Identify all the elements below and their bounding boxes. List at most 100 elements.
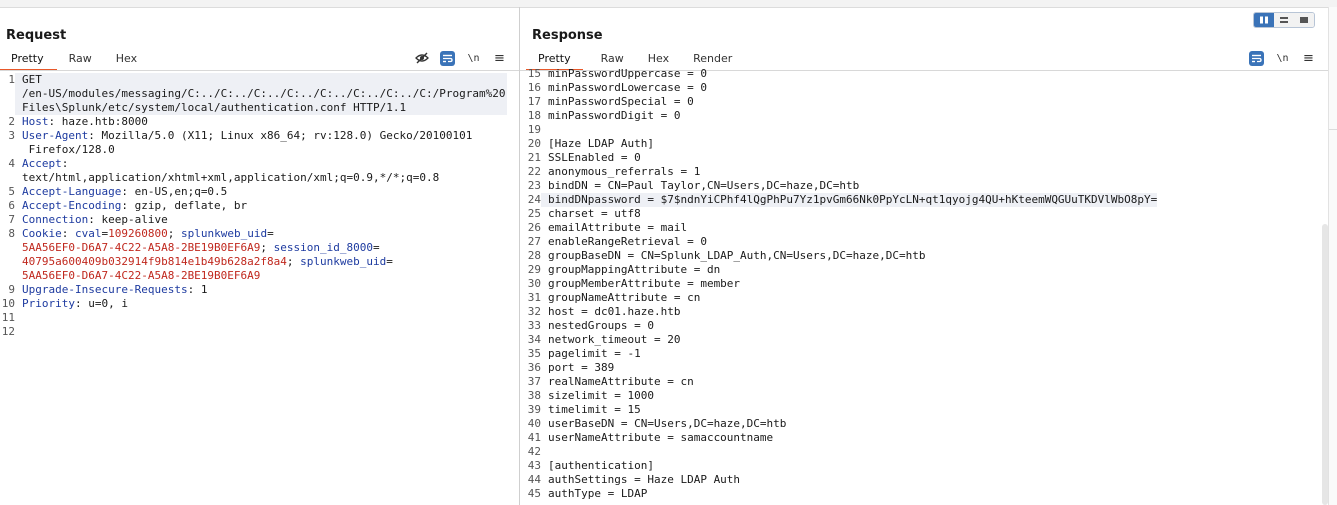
line-text: Connection: keep-alive [22, 213, 168, 226]
inspector-edge-mark [1329, 129, 1337, 130]
line-text: anonymous_referrals = 1 [548, 165, 701, 178]
line-number: 5 [8, 185, 15, 198]
line-number: 7 [8, 213, 15, 226]
line-number: 28 [527, 249, 541, 262]
code-line: 12 [0, 325, 519, 339]
menu-icon[interactable]: ≡ [494, 50, 505, 66]
response-toolbar: \n ≡ [1238, 50, 1316, 66]
line-number: 11 [1, 311, 15, 324]
line-number: 9 [8, 283, 15, 296]
line-text: Accept-Language: en-US,en;q=0.5 [22, 185, 228, 198]
code-line: 15 minPasswordUppercase = 0 [520, 67, 1328, 81]
code-line: 7 Connection: keep-alive [0, 213, 519, 227]
code-line: 26 emailAttribute = mail [520, 221, 1328, 235]
line-text: userNameAttribute = samaccountname [548, 431, 774, 444]
line-text [541, 123, 548, 137]
line-text: User-Agent: Mozilla/5.0 (X11; Linux x86_… [22, 129, 473, 156]
line-number: 18 [527, 109, 541, 122]
code-line: 20[Haze LDAP Auth] [520, 137, 1328, 151]
line-text: minPasswordUppercase = 0 [548, 67, 707, 80]
line-text: sizelimit = 1000 [548, 389, 654, 402]
code-line: 21 SSLEnabled = 0 [520, 151, 1328, 165]
line-number: 15 [527, 67, 541, 80]
line-number: 17 [527, 95, 541, 108]
line-text: groupMemberAttribute = member [548, 277, 741, 290]
single-pane-icon[interactable] [1294, 13, 1314, 27]
line-number: 31 [527, 291, 541, 304]
hide-icon[interactable] [414, 51, 429, 66]
tab-raw[interactable]: Raw [600, 52, 624, 65]
line-text: charset = utf8 [548, 207, 641, 220]
line-number: 12 [1, 325, 15, 338]
line-text: bindDN = CN=Paul Taylor,CN=Users,DC=haze… [548, 179, 860, 192]
line-number: 39 [527, 403, 541, 416]
code-line: 19 [520, 123, 1328, 137]
line-text: groupMappingAttribute = dn [548, 263, 721, 276]
line-number: 19 [527, 123, 541, 136]
tab-pretty[interactable]: Pretty [0, 50, 57, 71]
code-line: 33 nestedGroups = 0 [520, 319, 1328, 333]
line-number: 40 [527, 417, 541, 430]
split-columns-icon[interactable] [1254, 13, 1274, 27]
response-title: Response [532, 28, 603, 43]
line-number: 3 [8, 129, 15, 142]
wrap-lines-icon[interactable] [440, 50, 455, 66]
panel-divider[interactable] [519, 7, 520, 505]
split-rows-icon[interactable] [1274, 13, 1294, 27]
tab-divider [0, 70, 519, 71]
line-text: [authentication] [548, 459, 654, 472]
code-line: 9 Upgrade-Insecure-Requests: 1 [0, 283, 519, 297]
code-line: 43 [authentication] [520, 459, 1328, 473]
line-number: 26 [527, 221, 541, 234]
line-text: [Haze LDAP Auth] [548, 137, 654, 150]
newline-toggle[interactable]: \n [1276, 52, 1289, 64]
line-number: 4 [8, 157, 15, 170]
request-tabs: Pretty Raw Hex [0, 50, 149, 71]
code-line: 11 [0, 311, 519, 325]
tab-raw[interactable]: Raw [68, 52, 92, 65]
code-line: 30 groupMemberAttribute = member [520, 277, 1328, 291]
tab-render[interactable]: Render [693, 52, 733, 65]
line-text: emailAttribute = mail [548, 221, 688, 234]
line-text: network_timeout = 20 [548, 333, 681, 346]
line-number: 29 [527, 263, 541, 276]
wrap-lines-icon[interactable] [1249, 50, 1264, 66]
line-number: 2 [8, 115, 15, 128]
newline-toggle[interactable]: \n [467, 52, 480, 64]
line-text: host = dc01.haze.htb [548, 305, 681, 318]
line-text: SSLEnabled = 0 [548, 151, 641, 164]
line-number: 35 [527, 347, 541, 360]
line-number: 33 [527, 319, 541, 332]
line-text: bindDNpassword = $7$ndnYiCPhf4lQgPhPu7Yz… [541, 193, 1158, 207]
line-text: port = 389 [548, 361, 615, 374]
inspector-edge [1328, 7, 1337, 505]
line-number: 30 [527, 277, 541, 290]
line-text: enableRangeRetrieval = 0 [548, 235, 707, 248]
tab-hex[interactable]: Hex [647, 52, 670, 65]
menu-icon[interactable]: ≡ [1303, 50, 1314, 66]
tab-hex[interactable]: Hex [115, 52, 138, 65]
line-number: 1 [8, 73, 15, 86]
line-text: nestedGroups = 0 [548, 319, 654, 332]
line-number: 27 [527, 235, 541, 248]
line-text: Upgrade-Insecure-Requests: 1 [22, 283, 208, 296]
line-text [541, 445, 548, 459]
line-number: 43 [527, 459, 541, 472]
response-scrollbar[interactable] [1322, 224, 1328, 505]
line-number: 21 [527, 151, 541, 164]
line-text: timelimit = 15 [548, 403, 641, 416]
